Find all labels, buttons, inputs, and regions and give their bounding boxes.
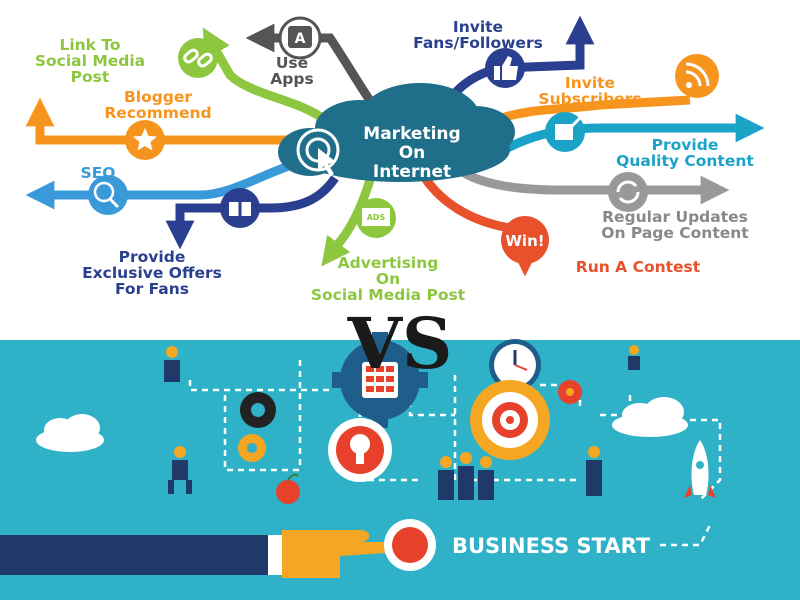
- branch-label-offers-line-2: Exclusive Offers: [82, 264, 222, 282]
- branch-subs-path: [493, 95, 691, 125]
- gear-calculator-icon: [332, 332, 428, 428]
- content-edit-icon: [545, 112, 585, 152]
- branch-link-path: [202, 27, 328, 124]
- yellow-gear-icon: [238, 434, 266, 462]
- top-panel: Marketing On Internet A: [25, 15, 765, 304]
- branch-label-apps-line-2: Apps: [270, 70, 313, 88]
- branch-label-invite-subs-line-1: Invite: [565, 74, 615, 92]
- apps-badge-text: A: [295, 31, 306, 47]
- rocket-icon: [684, 440, 716, 498]
- cursor-click-icon: [296, 128, 340, 176]
- idea-gear-icon: [328, 418, 392, 482]
- link-chain-icon: [178, 38, 218, 78]
- bottom-panel: BUSINESS START: [0, 332, 800, 600]
- orange-gear-icon: [558, 380, 582, 404]
- seo-globe-icon: [88, 175, 128, 215]
- branch-label-quality-line-1: Provide: [652, 136, 719, 154]
- clock-icon: [489, 339, 541, 391]
- ads-badge-text: ADS: [367, 213, 386, 222]
- dark-gear-icon: [240, 392, 276, 428]
- branch-label-link-line-3: Post: [71, 68, 110, 86]
- win-badge-icon: Win!: [501, 216, 549, 264]
- vs-divider-text: VS: [347, 302, 453, 385]
- hand-pressing-icon: [0, 530, 408, 578]
- branch-label-quality-line-2: Quality Content: [616, 152, 754, 170]
- apps-icon: A: [278, 16, 322, 60]
- branch-label-link-line-2: Social Media: [35, 52, 145, 70]
- branch-label-advertising-line-2: On: [376, 270, 400, 288]
- branch-label-seo: SEO: [81, 164, 116, 182]
- rss-icon: [675, 54, 719, 98]
- branch-offers-path: [165, 175, 339, 250]
- apple-icon: [276, 473, 300, 504]
- refresh-icon: [608, 172, 648, 212]
- branch-label-blogger-line-1: Blogger: [124, 88, 192, 106]
- branch-label-contest: Run A Contest: [576, 258, 701, 276]
- star-icon: [125, 120, 165, 160]
- branch-label-offers-line-3: For Fans: [115, 280, 189, 298]
- branch-label-updates-line-1: Regular Updates: [602, 208, 748, 226]
- person-top-right-icon: [628, 345, 640, 370]
- start-button-icon: [384, 519, 436, 571]
- branch-label-invite-subs-line-2: Subscribers: [538, 90, 641, 108]
- center-label-line-1: Marketing: [363, 124, 460, 144]
- branch-label-invite-fans-line-1: Invite: [453, 18, 503, 36]
- win-badge-text: Win!: [505, 232, 544, 250]
- person-climbing-icon: [168, 446, 192, 494]
- person-top-left-icon: [164, 346, 180, 382]
- branch-label-updates-line-2: On Page Content: [601, 224, 749, 242]
- gift-icon: [220, 188, 260, 228]
- branch-label-blogger-line-2: Recommend: [104, 104, 211, 122]
- branch-label-advertising-line-3: Social Media Post: [311, 286, 466, 304]
- business-start-caption: BUSINESS START: [452, 534, 651, 558]
- branch-label-offers-line-1: Provide: [119, 248, 186, 266]
- ads-icon: ADS: [356, 198, 396, 238]
- branch-blogger-path: [25, 97, 300, 145]
- branch-label-invite-fans-line-2: Fans/Followers: [413, 34, 543, 52]
- center-label-line-2: On: [399, 143, 426, 163]
- branch-label-contest-line-1: Run A Contest: [576, 258, 701, 276]
- person-right-icon: [586, 446, 602, 496]
- branch-label-seo-line-1: SEO: [81, 164, 116, 182]
- thumbs-up-icon: [485, 48, 525, 88]
- branch-label-link-line-1: Link To: [59, 36, 120, 54]
- center-cloud: [278, 83, 515, 182]
- cloud-left: [36, 414, 104, 452]
- target-gear-icon: [470, 380, 550, 460]
- center-label-line-3: Internet: [373, 162, 451, 182]
- branch-label-apps-line-1: Use: [276, 54, 308, 72]
- branch-label-advertising-line-1: Advertising: [338, 254, 439, 272]
- team-group-icon: [438, 452, 494, 500]
